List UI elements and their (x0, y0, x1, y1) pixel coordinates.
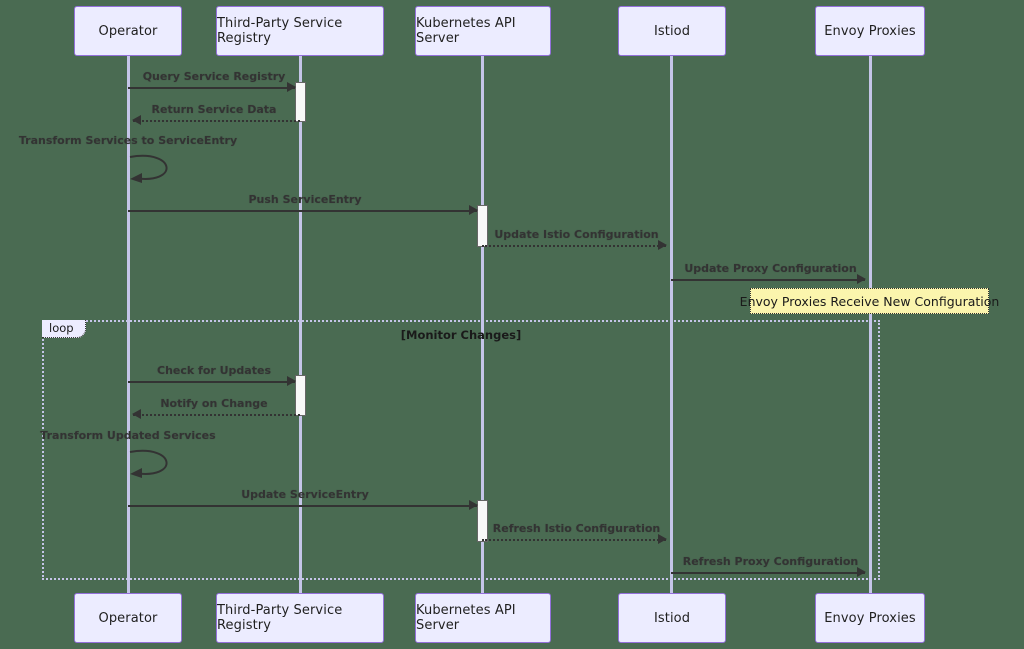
message-label-m10: Update ServiceEntry (241, 488, 369, 501)
arrow-head-icon (287, 376, 296, 386)
activation-bar-k8s (477, 205, 488, 247)
message-line (671, 572, 865, 574)
message-m2 (132, 115, 300, 125)
message-line (128, 505, 477, 507)
lifeline-envoy (869, 56, 872, 593)
message-label-m5: Update Istio Configuration (494, 228, 659, 241)
message-label-m8: Notify on Change (160, 397, 268, 410)
participant-registry-top[interactable]: Third-Party Service Registry (216, 6, 384, 56)
message-label-m6: Update Proxy Configuration (684, 262, 857, 275)
arrow-head-icon (857, 274, 866, 284)
message-line (128, 210, 477, 212)
message-m4 (128, 205, 478, 215)
fragment-title: [Monitor Changes] (400, 328, 522, 342)
arrow-head-icon (132, 409, 141, 419)
message-line (482, 539, 666, 541)
fragment-label-loop: loop (42, 320, 86, 338)
activation-bar-registry (295, 375, 306, 416)
participant-operator-top[interactable]: Operator (74, 6, 182, 56)
arrow-head-icon (658, 534, 667, 544)
message-m1 (128, 82, 296, 92)
activation-bar-k8s (477, 500, 488, 542)
message-line (128, 87, 295, 89)
participant-k8s-bottom[interactable]: Kubernetes API Server (415, 593, 551, 643)
arrow-head-icon (469, 205, 478, 215)
message-line (482, 245, 666, 247)
message-m8 (132, 409, 300, 419)
message-label-m2: Return Service Data (151, 103, 277, 116)
lifeline-k8s (481, 56, 484, 593)
message-m10 (128, 500, 478, 510)
lifeline-istiod (670, 56, 673, 593)
message-line (133, 414, 300, 416)
message-m5 (482, 240, 667, 250)
arrow-head-icon (857, 567, 866, 577)
message-label-m3: Transform Services to ServiceEntry (18, 134, 238, 147)
participant-istiod-top[interactable]: Istiod (618, 6, 726, 56)
arrow-head-icon (132, 115, 141, 125)
message-line (671, 279, 865, 281)
message-m12 (671, 567, 866, 577)
participant-k8s-top[interactable]: Kubernetes API Server (415, 6, 551, 56)
message-label-m7: Check for Updates (157, 364, 271, 377)
activation-bar-registry (295, 82, 306, 122)
self-message-m3 (128, 151, 198, 187)
message-label-m12: Refresh Proxy Configuration (682, 555, 859, 568)
message-label-m4: Push ServiceEntry (248, 193, 362, 206)
arrow-head-icon (469, 500, 478, 510)
message-label-m11: Refresh Istio Configuration (492, 522, 661, 535)
message-line (133, 120, 300, 122)
self-message-m9 (128, 446, 198, 482)
participant-istiod-bottom[interactable]: Istiod (618, 593, 726, 643)
message-line (128, 381, 295, 383)
arrow-head-icon (287, 82, 296, 92)
participant-envoy-bottom[interactable]: Envoy Proxies (815, 593, 925, 643)
message-label-m9: Transform Updated Services (40, 429, 216, 442)
message-m6 (671, 274, 866, 284)
participant-registry-bottom[interactable]: Third-Party Service Registry (216, 593, 384, 643)
note-n1: Envoy Proxies Receive New Configuration (740, 288, 999, 314)
participant-operator-bottom[interactable]: Operator (74, 593, 182, 643)
message-m7 (128, 376, 296, 386)
participant-envoy-top[interactable]: Envoy Proxies (815, 6, 925, 56)
message-m11 (482, 534, 667, 544)
arrow-head-icon (658, 240, 667, 250)
lifeline-registry (299, 56, 302, 593)
lifeline-operator (127, 56, 130, 593)
message-label-m1: Query Service Registry (142, 70, 286, 83)
